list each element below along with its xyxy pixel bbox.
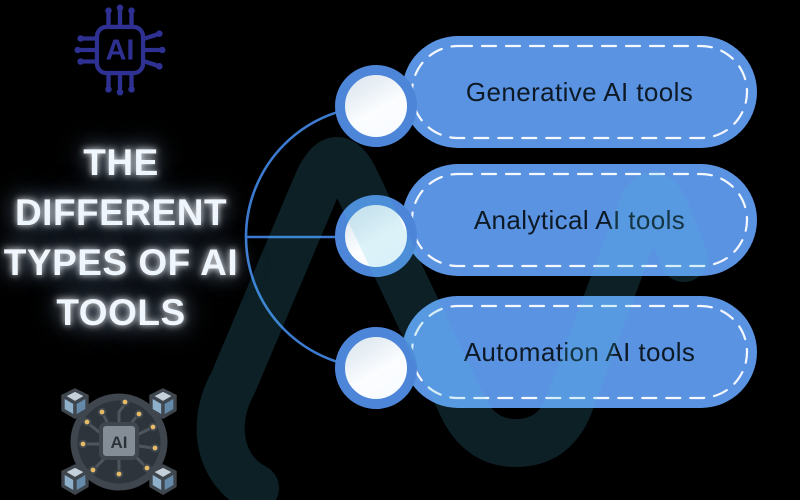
pill-generative-ai-tools[interactable]: Generative AI tools bbox=[402, 36, 757, 148]
ai-chip-icon: AI bbox=[74, 4, 166, 96]
node-circle-2 bbox=[335, 195, 417, 277]
node-circle-3 bbox=[335, 327, 417, 409]
chip-label: AI bbox=[106, 35, 135, 67]
chip-label: AI bbox=[111, 433, 128, 452]
title-line-2: DIFFERENT bbox=[14, 192, 228, 233]
pill-label: Generative AI tools bbox=[465, 76, 694, 107]
title-line-4: TOOLS bbox=[56, 292, 186, 333]
title-line-3: TYPES OF AI bbox=[3, 242, 239, 283]
pill-automation-ai-tools[interactable]: Automation AI tools bbox=[402, 296, 757, 408]
pill-label: Automation AI tools bbox=[463, 336, 696, 367]
node-circle-1 bbox=[335, 65, 417, 147]
pill-analytical-ai-tools[interactable]: Analytical AI tools bbox=[402, 164, 757, 276]
title-line-1: THE bbox=[83, 142, 159, 183]
ai-circuit-icon: AI bbox=[61, 388, 177, 495]
page-title: THE DIFFERENT TYPES OF AI TOOLS bbox=[2, 138, 240, 338]
pill-label: Analytical AI tools bbox=[473, 204, 686, 235]
